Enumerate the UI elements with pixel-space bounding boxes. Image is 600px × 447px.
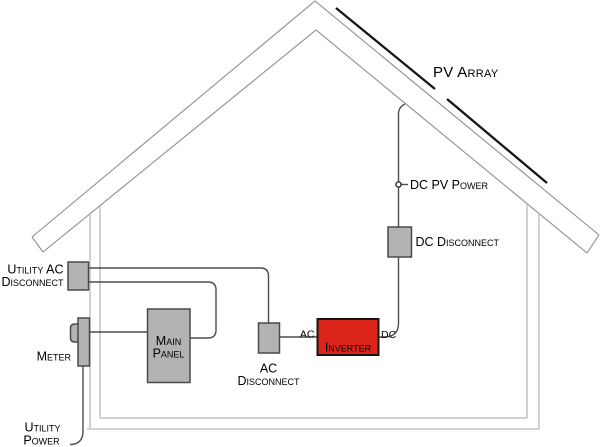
ac-wire-tag: AC bbox=[300, 329, 315, 341]
dc-disconnect-label: DC Disconnect bbox=[416, 235, 500, 249]
pv-panel-segment-2 bbox=[446, 98, 548, 184]
roof-right-eave-cap bbox=[586, 234, 600, 254]
main-panel-label-line2: Panel bbox=[153, 347, 185, 361]
meter-dial bbox=[69, 323, 80, 343]
wires bbox=[69, 103, 408, 446]
utility-ac-disconnect-label-line2: Disconnect bbox=[1, 275, 64, 289]
dc-wire-disconnect-to-inverter bbox=[378, 256, 400, 338]
ac-disconnect-label-line1: AC bbox=[260, 362, 277, 376]
pv-array-label: PV Array bbox=[433, 64, 499, 81]
dc-wire-roof-to-junction bbox=[397, 103, 406, 182]
floor-lines bbox=[87, 417, 539, 430]
dc-pv-power-junction-dot bbox=[395, 181, 402, 188]
components bbox=[67, 226, 413, 384]
meter-box bbox=[77, 317, 91, 367]
meter-label: Meter bbox=[37, 350, 72, 364]
utility-wire-to-main-panel bbox=[88, 281, 217, 339]
main-panel-label-line1: Main bbox=[156, 334, 181, 348]
pv-array-panels bbox=[335, 7, 548, 184]
dc-disconnect-box bbox=[387, 226, 413, 258]
roof-inner-line bbox=[42, 29, 588, 254]
house-outline bbox=[31, 0, 600, 430]
labels: PV Array DC PV Power DC Disconnect DC AC… bbox=[1, 64, 499, 447]
right-wall-lines bbox=[526, 204, 540, 429]
inverter-box bbox=[316, 318, 380, 356]
inverter-label: Inverter bbox=[325, 341, 372, 355]
ac-wire-disconnect-to-utility bbox=[88, 267, 270, 323]
utility-ac-disconnect-box bbox=[67, 261, 90, 291]
ac-disconnect-box bbox=[257, 322, 281, 354]
roof-outer-line bbox=[31, 0, 600, 238]
ac-disconnect-label-line2: Disconnect bbox=[237, 374, 300, 388]
pv-panel-segment-1 bbox=[335, 7, 436, 90]
utility-power-wire bbox=[69, 366, 84, 446]
left-wall-lines bbox=[89, 206, 101, 429]
utility-ac-disconnect-label-line1: Utility AC bbox=[7, 263, 63, 277]
roof-left-eave-cap bbox=[31, 236, 44, 253]
utility-power-label-line1: Utility bbox=[24, 421, 60, 435]
utility-power-label-line2: Power bbox=[23, 434, 60, 447]
dc-wire-tag: DC bbox=[381, 329, 397, 341]
main-panel-box bbox=[146, 308, 191, 384]
dc-pv-power-label: DC PV Power bbox=[410, 178, 489, 192]
